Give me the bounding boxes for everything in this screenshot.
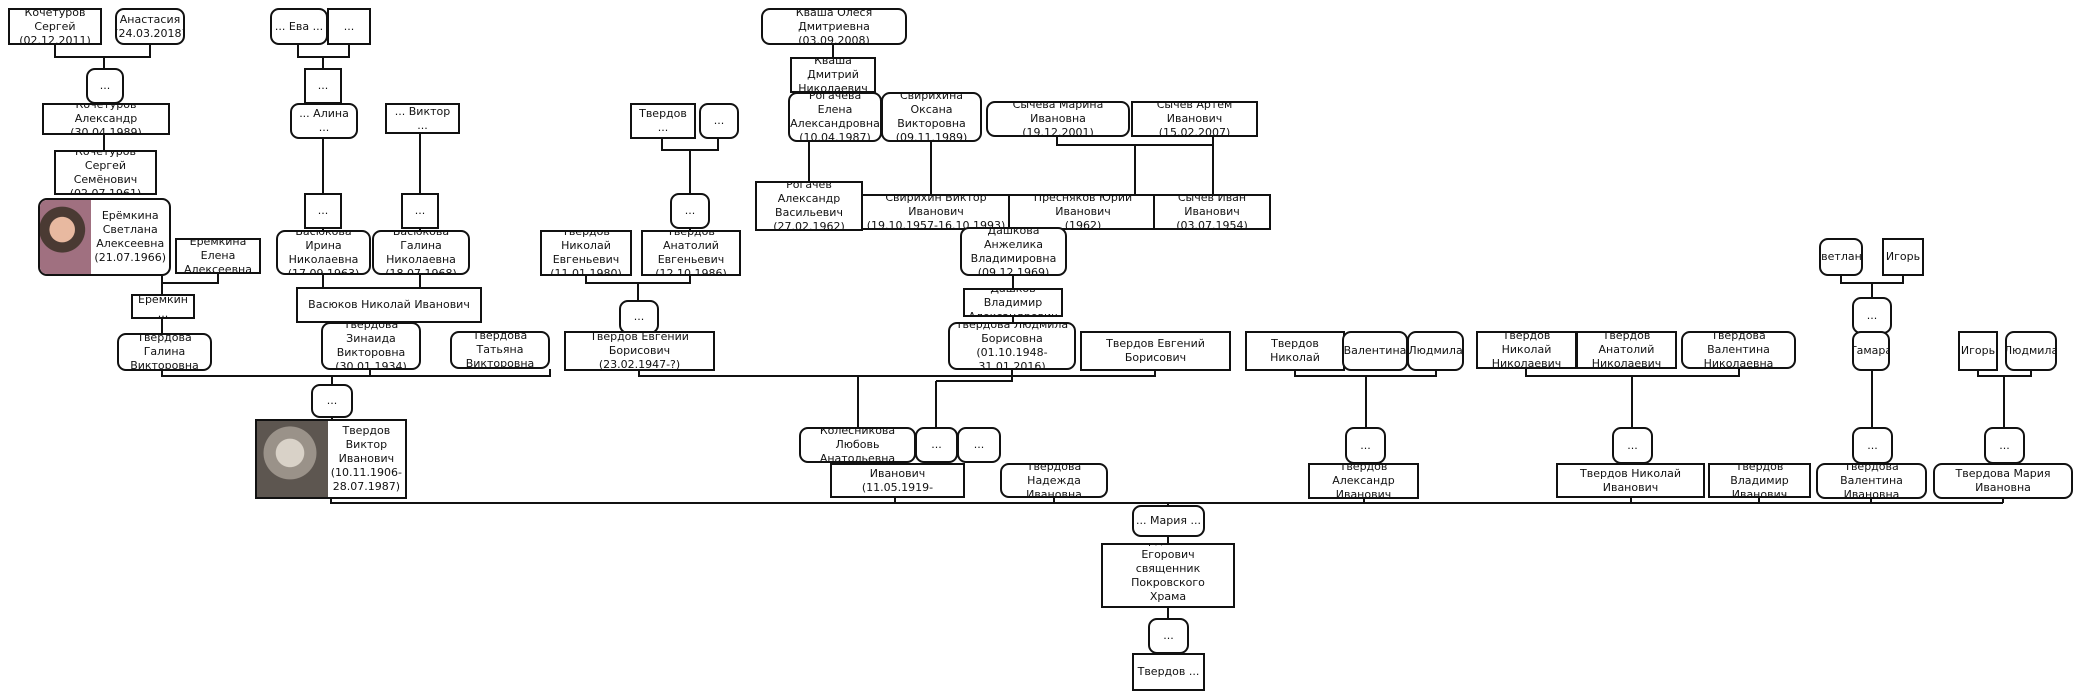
person-card-t5[interactable]: Твердов Анатолий Евгеньевич (12.10.1986) (641, 230, 741, 276)
person-card-b3[interactable]: ... (957, 427, 1001, 463)
person-card-a3[interactable]: Людмила (1407, 331, 1464, 371)
person-card-k9[interactable]: Пресняков Юрий Иванович (1962) (1008, 194, 1158, 230)
connector-line (661, 139, 719, 151)
person-card-k6[interactable]: Сычёв Артём Иванович (15.02.2007) (1131, 101, 1258, 137)
person-card-b5[interactable]: Твердова Надежда Ивановна (1000, 463, 1108, 498)
person-card-e1[interactable]: ... Ева ... (270, 8, 328, 45)
connector-line (936, 370, 1013, 382)
person-card-n5[interactable]: Кочетуров Сергей Семёнович (02.07.1961) (54, 150, 157, 195)
person-card-t7[interactable]: Твердов Евгений Борисович (23.02.1947-?) (564, 331, 715, 371)
person-card-s1[interactable]: Светлана (1819, 238, 1863, 276)
connector-line (1525, 369, 1740, 377)
person-card-v1[interactable]: ... (311, 384, 353, 418)
connector-line (330, 499, 2003, 504)
person-card-n7[interactable]: Ерёмкина Елена Алексеевна (175, 238, 261, 274)
person-card-v2[interactable]: Твердов Виктор Иванович (10.11.1906- 28.… (255, 419, 407, 499)
person-card-a5[interactable]: Твердов Александр Иванович (1308, 463, 1419, 499)
person-card-c6[interactable]: Твердов Владимир Иванович (1708, 463, 1811, 498)
person-card-t4[interactable]: Твердов Николай Евгеньевич (11.01.1980) (540, 230, 632, 276)
person-card-k14[interactable]: Твердов Евгений Борисович (1080, 331, 1231, 371)
person-card-r2[interactable]: Твердов Иван Егорович священник Покровск… (1101, 543, 1235, 608)
person-card-k11[interactable]: Дашкова Анжелика Владимировна (09.12.196… (960, 227, 1067, 276)
person-card-e6[interactable]: ... (304, 193, 342, 229)
person-card-e2[interactable]: ... (327, 8, 371, 45)
person-card-n6[interactable]: Ерёмкина Светлана Алексеевна (21.07.1966… (38, 198, 171, 276)
person-card-r3[interactable]: ... (1148, 618, 1189, 654)
person-card-s4[interactable]: Тамара (1852, 331, 1890, 371)
person-card-k7[interactable]: Рогачёв Александр Васильевич (27.02.1962… (755, 181, 863, 231)
person-card-s9[interactable]: ... (1984, 427, 2025, 464)
person-card-s10[interactable]: Твердова Мария Ивановна (1933, 463, 2073, 499)
person-card-t6[interactable]: ... (619, 300, 659, 334)
person-card-n3[interactable]: ... (86, 68, 124, 104)
connector-line (54, 45, 151, 58)
person-card-k4[interactable]: Свирихина Оксана Викторовна (09.11.1989) (881, 92, 982, 142)
person-card-e10[interactable]: Васюков Николай Иванович (296, 287, 482, 323)
person-card-c3[interactable]: Твердова Валентина Николаевна (1681, 331, 1796, 369)
connector-line (638, 371, 1156, 377)
person-card-s5[interactable]: ... (1852, 427, 1893, 464)
person-card-e7[interactable]: ... (401, 193, 439, 229)
person-card-b1[interactable]: Колесникова Любовь Анатольевна (799, 427, 916, 463)
person-card-a1[interactable]: Твердов Николай (1245, 331, 1345, 371)
person-card-s3[interactable]: ... (1852, 297, 1892, 334)
person-card-k5[interactable]: Сычёва Марина Ивановна (19.12.2001) (986, 101, 1130, 137)
person-card-e12[interactable]: Твердова Татьяна Викторовна (450, 331, 550, 369)
person-card-s6[interactable]: Твердова Валентина Ивановна (1816, 463, 1927, 499)
person-photo-icon (257, 421, 328, 497)
person-label: Ерёмкина Светлана Алексеевна (21.07.1966… (94, 209, 166, 264)
person-card-s8[interactable]: Людмила (2005, 331, 2057, 371)
person-card-t2[interactable]: ... (699, 103, 739, 139)
person-card-e9[interactable]: Васюкова Галина Николаевна (18.07.1968) (372, 230, 470, 275)
connector-line (161, 274, 219, 284)
person-card-e5[interactable]: ... Виктор ... (385, 103, 460, 134)
person-card-t1[interactable]: Твердов ... (630, 103, 696, 139)
person-card-e4[interactable]: ... Алина ... (290, 103, 358, 139)
person-card-k13[interactable]: Твердова Людмила Борисовна (01.10.1948-3… (948, 322, 1076, 370)
person-card-c4[interactable]: ... (1612, 427, 1653, 464)
person-card-c1[interactable]: Твердов Николай Николаевич (1476, 331, 1577, 369)
person-card-n2[interactable]: Анастасия (24.03.2018) (115, 8, 185, 45)
person-card-n4[interactable]: Кочетуров Александр (30.04.1989) (42, 103, 170, 135)
person-label: Твердов Виктор Иванович (10.11.1906- 28.… (330, 424, 402, 493)
person-card-k2[interactable]: Кваша Дмитрий Николаевич (790, 57, 876, 93)
person-card-t3[interactable]: ... (670, 193, 710, 229)
person-card-c5[interactable]: Твердов Николай Иванович (1556, 463, 1705, 498)
person-card-e8[interactable]: Васюкова Ирина Николаевна (17.09.1963) (276, 230, 371, 275)
connector-line (297, 45, 350, 58)
person-card-n9[interactable]: Твердова Галина Викторовна (117, 333, 212, 371)
person-card-s2[interactable]: Игорь (1882, 238, 1924, 276)
person-card-n8[interactable]: Ерёмкин ... (131, 294, 195, 319)
person-card-r4[interactable]: Твердов ... (1132, 653, 1205, 691)
person-card-a2[interactable]: Валентина (1342, 331, 1408, 371)
person-card-e3[interactable]: ... (304, 68, 342, 104)
person-photo-icon (40, 200, 92, 274)
connector-line (1056, 137, 1214, 146)
person-card-n1[interactable]: Кочетуров Сергей (02.12.2011) (8, 8, 102, 45)
person-card-b2[interactable]: ... (915, 427, 958, 463)
person-card-s7[interactable]: Игорь (1958, 331, 1998, 371)
person-card-k10[interactable]: Сычёв Иван Иванович (03.07.1954) (1153, 194, 1271, 230)
person-card-b4[interactable]: Твердов Борис Иванович (11.05.1919-27.02… (830, 463, 965, 498)
person-card-k12[interactable]: Дашков Владимир Александрович (963, 288, 1063, 317)
person-card-r1[interactable]: ... Мария ... (1132, 505, 1205, 537)
person-card-a4[interactable]: ... (1345, 427, 1386, 464)
person-card-k1[interactable]: Кваша Олеся Дмитриевна (03.09.2008) (761, 8, 907, 45)
person-card-c2[interactable]: Твердов Анатолий Николаевич (1576, 331, 1677, 369)
connector-line (1977, 371, 2032, 377)
person-card-e11[interactable]: Твердова Зинаида Викторовна (30.01.1934) (321, 322, 421, 370)
person-card-k8[interactable]: Свирихин Виктор Иванович (19.10.1957-16.… (861, 194, 1011, 230)
connector-line (1840, 276, 1904, 284)
connector-line (161, 369, 551, 377)
connector-line (585, 276, 691, 284)
connector-line (1294, 371, 1437, 377)
person-card-k3[interactable]: Рогачёва Елена Александровна (10.04.1987… (788, 92, 882, 142)
